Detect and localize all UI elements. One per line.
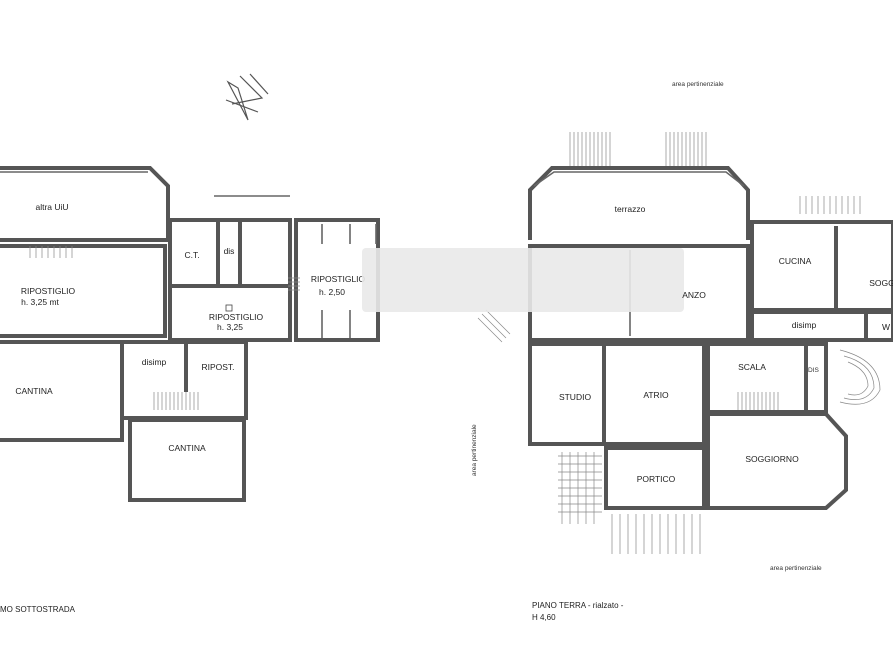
basement-room-altra-uiu: altra UiU <box>35 202 68 212</box>
basement-room-cantina-mid: CANTINA <box>168 443 206 453</box>
ground-room-salotto: ANZO <box>682 290 706 300</box>
basement-room-ct: C.T. <box>184 250 199 260</box>
basement-room-ripostiglio-mid-height: h. 3,25 <box>217 322 243 332</box>
ground-area-bottom-label: area pertinenziale <box>770 565 822 572</box>
ground-room-studio: STUDIO <box>559 392 592 402</box>
ground-area-side-label: area pertinenziale <box>471 424 478 476</box>
ground-caption-line1: PIANO TERRA - rialzato - <box>532 601 624 610</box>
basement-room-dis: dis <box>224 246 235 256</box>
ground-floor-plan <box>477 132 893 554</box>
basement-room-disimp: disimp <box>142 357 167 367</box>
basement-room-ripostiglio-right: RIPOSTIGLIO <box>311 274 366 284</box>
basement-room-cantina-left: CANTINA <box>15 386 53 396</box>
blurred-overlay <box>362 248 684 312</box>
basement-caption: MO SOTTOSTRADA <box>0 605 76 614</box>
basement-room-ripostiglio-left-height: h. 3,25 mt <box>21 297 59 307</box>
ground-area-top-label: area pertinenziale <box>672 81 724 88</box>
ground-room-portico: PORTICO <box>637 474 676 484</box>
basement-room-ripostiglio-right-height: h. 2,50 <box>319 287 345 297</box>
ground-caption-line2: H 4,60 <box>532 613 556 622</box>
basement-marker-icon <box>225 304 233 312</box>
ground-room-scala: SCALA <box>738 362 766 372</box>
ground-room-dis: DIS <box>808 367 820 374</box>
basement-room-ripostiglio-left: RIPOSTIGLIO <box>21 286 76 296</box>
ground-room-soggiorno: SOGGIORNO <box>745 454 799 464</box>
ground-room-wc: W <box>882 322 890 332</box>
ground-room-cucina: CUCINA <box>779 256 812 266</box>
basement-room-ripostiglio-mid: RIPOSTIGLIO <box>209 312 264 322</box>
ground-room-disimp: disimp <box>792 320 817 330</box>
ground-room-atrio: ATRIO <box>643 390 669 400</box>
basement-plan <box>0 166 380 502</box>
ground-room-terrazzo: terrazzo <box>615 204 646 214</box>
ground-room-sogg-right: SOGG <box>869 278 893 288</box>
basement-room-ripost: RIPOST. <box>201 362 234 372</box>
north-arrow-icon <box>225 73 269 121</box>
